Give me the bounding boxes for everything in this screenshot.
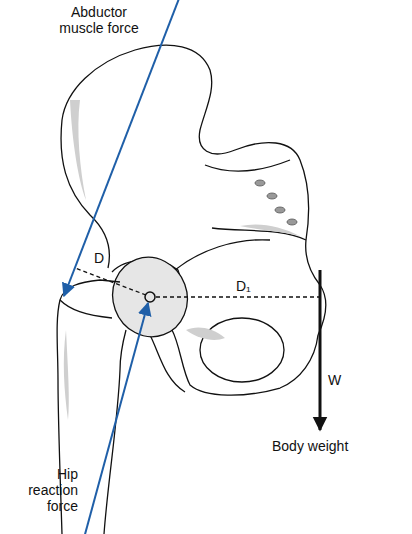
ilium-outline [62, 45, 326, 335]
sacrum-outline [205, 160, 290, 171]
pelvic-brim [175, 240, 270, 270]
pubis-outline [172, 330, 318, 395]
hip-centre [145, 292, 155, 302]
force-label: W [328, 372, 348, 388]
body-weight-arrow [319, 270, 322, 430]
ischium-outline [150, 335, 185, 392]
obturator-foramen [200, 318, 284, 382]
ilium-inner [61, 120, 109, 268]
dimension-label: D₁ [236, 278, 260, 294]
lever-arm-d [75, 268, 146, 295]
abductor-force-line [64, 0, 180, 296]
hip-reaction-line [84, 303, 148, 534]
lever-arm-d1 [156, 296, 320, 297]
force-label: Abductor muscle force [58, 4, 140, 36]
dimension-label: D [94, 250, 108, 266]
greater-trochanter [60, 300, 112, 318]
force-label: Hip reaction force [14, 466, 78, 514]
femur-neck [104, 330, 126, 534]
force-label: Body weight [272, 438, 372, 454]
femoral-head [102, 247, 199, 347]
